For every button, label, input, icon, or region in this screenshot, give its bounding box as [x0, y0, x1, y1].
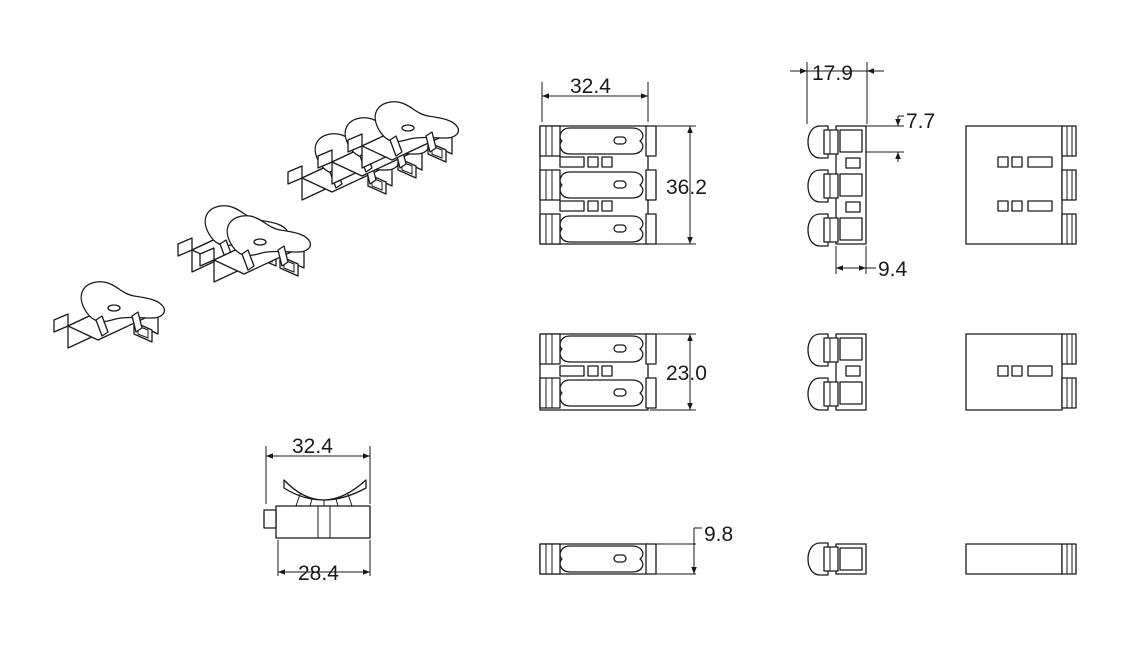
- isometric-2way: [177, 205, 312, 283]
- bottom-view: [263, 479, 371, 539]
- dimension-front-height-2way: 23.0: [650, 333, 707, 411]
- dimension-front-height-1way: 9.8: [650, 523, 733, 575]
- rear-view-1way: [965, 543, 1077, 575]
- dimension-bottom-base-width: 28.4: [277, 540, 371, 585]
- dimension-front-height-3way: 36.2: [650, 125, 707, 245]
- dimension-side-body-depth: 9.4: [835, 246, 908, 281]
- dim-front-height-3way-label: 36.2: [666, 176, 707, 199]
- side-view-3way: [807, 125, 867, 247]
- rear-view-2way: [965, 333, 1077, 411]
- dim-front-width-label: 32.4: [570, 75, 611, 98]
- dim-bottom-base-width-label: 28.4: [298, 562, 339, 585]
- dimension-side-lever-offset: 7.7: [866, 110, 935, 162]
- side-view-2way: [807, 333, 867, 411]
- dim-side-depth-label: 17.9: [812, 62, 853, 85]
- dim-front-height-2way-label: 23.0: [666, 362, 707, 385]
- dim-side-body-depth-label: 9.4: [878, 258, 908, 281]
- dimension-bottom-top-width: 32.4: [265, 435, 371, 504]
- isometric-1way: [53, 281, 166, 349]
- front-view-3way: [539, 125, 657, 245]
- isometric-3way: [287, 101, 460, 201]
- front-view-1way: [539, 543, 657, 575]
- dim-front-height-1way-label: 9.8: [704, 523, 733, 546]
- rear-view-3way: [965, 125, 1077, 245]
- dim-bottom-top-width-label: 32.4: [292, 435, 333, 458]
- side-view-1way: [807, 542, 867, 576]
- dimension-side-depth: 17.9: [790, 62, 884, 124]
- dim-side-lever-offset-label: 7.7: [906, 110, 935, 133]
- front-view-2way: [539, 333, 657, 411]
- dimension-front-width: 32.4: [541, 75, 649, 122]
